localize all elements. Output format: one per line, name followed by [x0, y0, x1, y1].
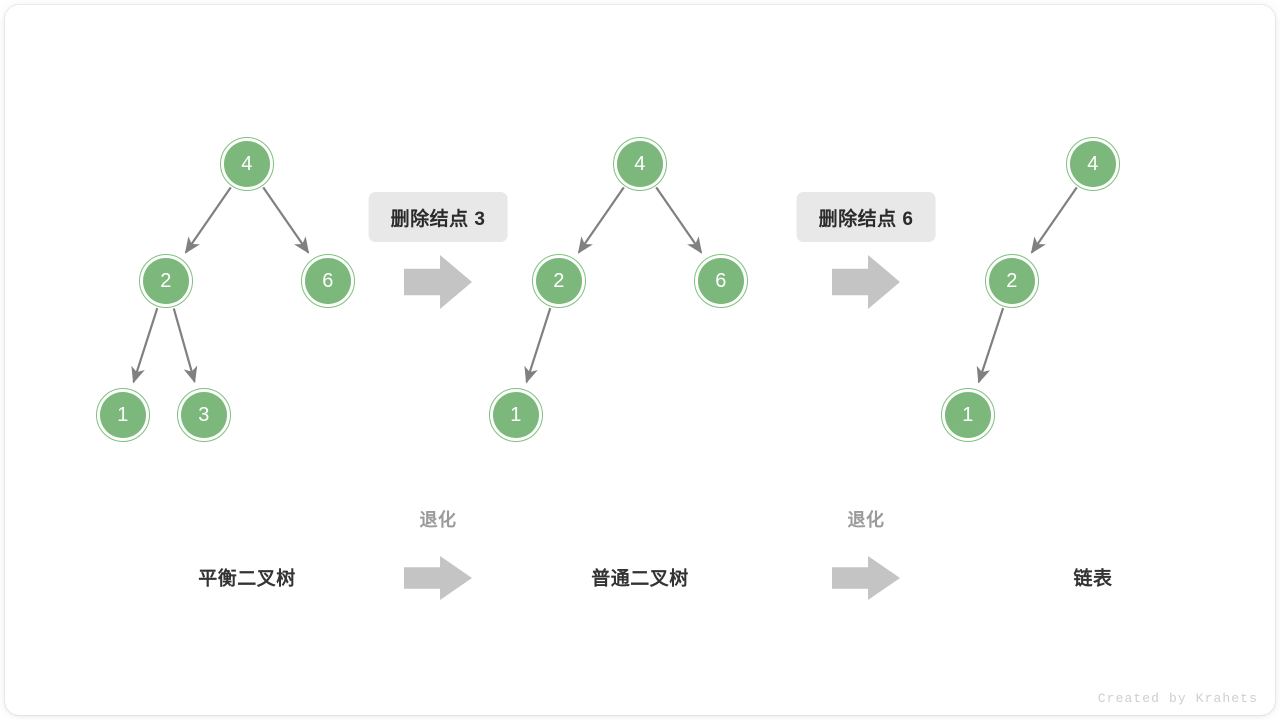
tree-node-value: 4 — [1087, 153, 1099, 175]
tree-node-circle: 3 — [181, 392, 227, 438]
tree-node-value: 6 — [322, 270, 334, 292]
tree-node-circle: 4 — [1070, 141, 1116, 187]
tree-node: 2 — [985, 254, 1039, 308]
tree-node: 2 — [532, 254, 586, 308]
tree-node: 1 — [489, 388, 543, 442]
delete-node-chip-label: 删除结点 3 — [390, 208, 486, 230]
degeneration-label: 退化 — [419, 510, 457, 530]
tree-edge — [976, 307, 1005, 384]
tree-node-circle: 1 — [100, 392, 146, 438]
tree-node: 6 — [694, 254, 748, 308]
caption-linkedlist: 链表 — [1073, 568, 1113, 590]
tree-edge — [655, 186, 703, 254]
edges-group — [131, 186, 1078, 384]
degeneration-label: 退化 — [847, 510, 885, 530]
delete-node-chip: 删除结点 6 — [796, 192, 936, 242]
block-arrow-shape — [404, 255, 472, 309]
tree-node-value: 1 — [962, 404, 974, 426]
tree-node-value: 1 — [117, 404, 129, 426]
tree-edge — [577, 186, 625, 254]
tree-node-circle: 4 — [617, 141, 663, 187]
transition-block-arrow — [404, 255, 472, 309]
tree-node-value: 4 — [634, 153, 646, 175]
tree-edge — [262, 186, 310, 254]
caption-balanced: 平衡二叉树 — [198, 568, 296, 590]
tree-node-value: 4 — [241, 153, 253, 175]
tree-node: 6 — [301, 254, 355, 308]
tree-node-circle: 1 — [945, 392, 991, 438]
tree-node-value: 2 — [1006, 270, 1018, 292]
tree-node: 3 — [177, 388, 231, 442]
block-arrow-shape — [832, 556, 900, 600]
block-arrow-shape — [404, 556, 472, 600]
tree-node: 4 — [220, 137, 274, 191]
tree-edge — [1030, 186, 1078, 254]
tree-node: 4 — [1066, 137, 1120, 191]
watermark: Created by Krahets — [1097, 691, 1258, 706]
tree-node-value: 3 — [198, 404, 210, 426]
delete-node-chip-label: 删除结点 6 — [818, 208, 914, 230]
tree-edge — [172, 308, 198, 384]
diagram-card — [5, 5, 1275, 715]
tree-node-circle: 2 — [143, 258, 189, 304]
tree-edge — [131, 307, 159, 384]
tree-edge — [184, 186, 232, 254]
delete-node-chip: 删除结点 3 — [368, 192, 508, 242]
tree-node-circle: 2 — [989, 258, 1035, 304]
tree-node: 1 — [96, 388, 150, 442]
caption-ordinary: 普通二叉树 — [591, 568, 689, 590]
tree-node-circle: 6 — [305, 258, 351, 304]
tree-node-circle: 6 — [698, 258, 744, 304]
tree-node-value: 2 — [160, 270, 172, 292]
caption-block-arrow — [404, 556, 472, 600]
transition-block-arrow — [832, 255, 900, 309]
tree-node: 2 — [139, 254, 193, 308]
tree-node-circle: 4 — [224, 141, 270, 187]
tree-node-circle: 2 — [536, 258, 582, 304]
block-arrow-shape — [832, 255, 900, 309]
tree-node-value: 6 — [715, 270, 727, 292]
caption-block-arrow — [832, 556, 900, 600]
tree-edge — [524, 307, 552, 384]
tree-node: 1 — [941, 388, 995, 442]
tree-node-value: 1 — [510, 404, 522, 426]
tree-node-circle: 1 — [493, 392, 539, 438]
tree-node: 4 — [613, 137, 667, 191]
tree-node-value: 2 — [553, 270, 565, 292]
